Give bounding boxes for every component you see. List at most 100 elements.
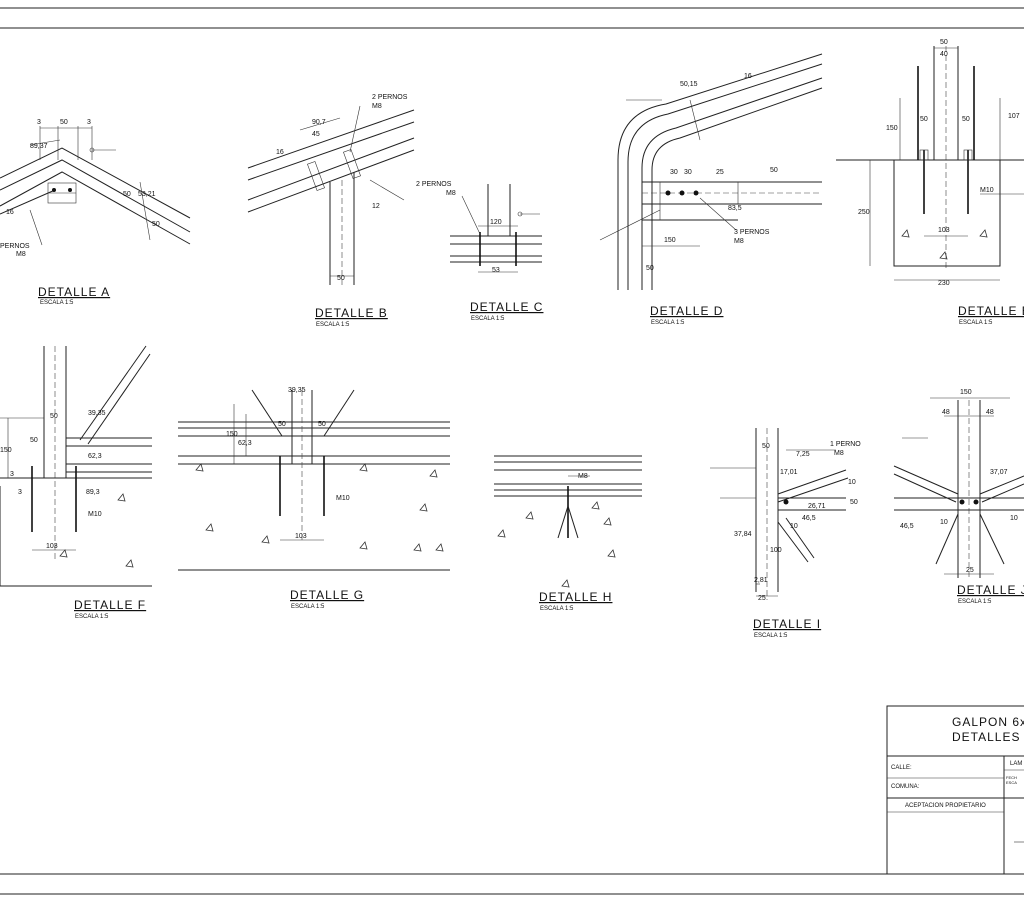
detail-f-dim-8: 89,3 <box>86 489 100 496</box>
detail-d-drawing <box>599 53 823 290</box>
detail-f-title: DETALLE F <box>74 598 146 612</box>
detail-e-dim-7: M10 <box>980 187 994 194</box>
detail-g-drawing <box>178 389 450 571</box>
detail-b-dim-3: 90,7 <box>312 119 326 126</box>
detail-d-dim-2: 16 <box>744 73 752 80</box>
detail-a-dim-2: 50 <box>60 119 68 126</box>
title-block-title-2: DETALLES <box>952 730 1020 744</box>
detail-a-dim-4: 89,37 <box>30 143 48 150</box>
detail-c-title: DETALLE C <box>470 300 543 314</box>
detail-j-dim-4: 37,07 <box>990 469 1008 476</box>
sheet-border <box>0 7 1024 895</box>
detail-j-scale: ESCALA 1:5 <box>958 599 992 605</box>
detail-b-title: DETALLE B <box>315 306 388 320</box>
detail-b-dim-5: 16 <box>276 149 284 156</box>
detail-a-dim-9: PERNOS <box>0 243 30 250</box>
detail-f-scale: ESCALA 1:5 <box>75 614 109 620</box>
detail-a-drawing <box>0 126 191 246</box>
detail-i-dim-10: 37,84 <box>734 531 752 538</box>
detail-j-dim-2: 48 <box>942 409 950 416</box>
detail-h-scale: ESCALA 1:5 <box>540 606 574 612</box>
detail-i-dim-6: 10 <box>848 479 856 486</box>
detail-d-dim-9: 150 <box>664 237 676 244</box>
detail-e-title: DETALLE E <box>958 304 1024 318</box>
detail-i-dim-11: 10 <box>790 523 798 530</box>
title-block-comuna: COMUNA: <box>891 784 920 790</box>
detail-f-dim-5: 62,3 <box>88 453 102 460</box>
detail-g-title: DETALLE G <box>290 588 364 602</box>
detail-j-dim-6: 10 <box>940 519 948 526</box>
detail-g-dim-1: 39,35 <box>288 387 306 394</box>
detail-e-scale: ESCALA 1:5 <box>959 320 993 326</box>
detail-c-dim-4: 53 <box>492 267 500 274</box>
detail-j-dim-3: 48 <box>986 409 994 416</box>
detail-i-drawing <box>710 428 849 600</box>
detail-e-dim-10: 230 <box>938 280 950 287</box>
detail-e-drawing <box>836 46 1024 281</box>
detail-b-dim-1: 2 PERNOS <box>372 94 408 101</box>
detail-f-dim-9: M10 <box>88 511 102 518</box>
detail-d-dim-11: 83,5 <box>728 205 742 212</box>
detail-d-dim-6: 50 <box>770 167 778 174</box>
detail-e-dim-5: 50 <box>962 116 970 123</box>
detail-d-dim-8: M8 <box>734 238 744 245</box>
detail-i-dim-1: 50 <box>762 443 770 450</box>
detail-d-dim-3: 30 <box>670 169 678 176</box>
detail-b-dim-2: M8 <box>372 103 382 110</box>
detail-c-scale: ESCALA 1:5 <box>471 316 505 322</box>
title-block-lam: LAM <box>1010 761 1022 767</box>
detail-e-dim-8: 250 <box>858 209 870 216</box>
detail-j-dim-7: 10 <box>1010 515 1018 522</box>
title-block-escala: ESCA <box>1006 780 1017 785</box>
detail-d-dim-4: 30 <box>684 169 692 176</box>
detail-b-drawing <box>247 105 415 285</box>
detail-i-dim-12: 100 <box>770 547 782 554</box>
detail-e-dim-1: 50 <box>940 39 948 46</box>
detail-j-dim-8: 25 <box>966 567 974 574</box>
detail-c-dim-1: 2 PERNOS <box>416 181 452 188</box>
detail-b-dim-4: 45 <box>312 131 320 138</box>
detail-a-dim-6: 53,21 <box>138 191 156 198</box>
detail-a-dim-1: 3 <box>37 119 41 126</box>
title-block <box>886 705 1024 875</box>
detail-i-dim-13: 2,81 <box>754 577 768 584</box>
detail-f-dim-4: 39,35 <box>88 410 106 417</box>
detail-j-drawing <box>893 397 1024 578</box>
detail-e-dim-6: 107 <box>1008 113 1020 120</box>
detail-f-drawing <box>0 345 152 587</box>
detail-e-dim-4: 50 <box>920 116 928 123</box>
detail-i-dim-9: 50 <box>850 499 858 506</box>
detail-i-dim-2: 7,25 <box>796 451 810 458</box>
detail-f-dim-6: 3 <box>10 471 14 478</box>
title-block-fecha: FECH <box>1006 775 1017 780</box>
detail-j-dim-5: 46,5 <box>900 523 914 530</box>
detail-a-dim-3: 3 <box>87 119 91 126</box>
detail-b-dim-6: 12 <box>372 203 380 210</box>
detail-g-dim-2: 50 <box>278 421 286 428</box>
detail-i-dim-5: 17,01 <box>780 469 798 476</box>
detail-d-dim-7: 3 PERNOS <box>734 229 770 236</box>
detail-d-dim-10: 50 <box>646 265 654 272</box>
detail-f-dim-7: 3 <box>18 489 22 496</box>
detail-i-scale: ESCALA 1:5 <box>754 633 788 639</box>
detail-a-dim-7: 50 <box>152 221 160 228</box>
detail-g-scale: ESCALA 1:5 <box>291 604 325 610</box>
detail-i-dim-3: 1 PERNO <box>830 441 861 448</box>
detail-a-dim-5: 50 <box>123 191 131 198</box>
detail-d-title: DETALLE D <box>650 304 723 318</box>
detail-g-dim-4: 150 <box>226 431 238 438</box>
detail-a-scale: ESCALA 1:5 <box>40 300 74 306</box>
detail-c-dim-3: 120 <box>490 219 502 226</box>
detail-i-title: DETALLE I <box>753 617 821 631</box>
detail-i-dim-8: 26,71 <box>808 503 826 510</box>
detail-d-dim-5: 25 <box>716 169 724 176</box>
detail-g-dim-7: 103 <box>295 533 307 540</box>
detail-i-dim-4: M8 <box>834 450 844 457</box>
detail-g-dim-5: 62,3 <box>238 440 252 447</box>
detail-a-dim-8: 16 <box>6 209 14 216</box>
detail-g-dim-6: M10 <box>336 495 350 502</box>
title-block-aceptacion: ACEPTACION PROPIETARIO <box>905 803 986 809</box>
detail-i-dim-7: 46,5 <box>802 515 816 522</box>
detail-b-dim-7: 50 <box>337 275 345 282</box>
